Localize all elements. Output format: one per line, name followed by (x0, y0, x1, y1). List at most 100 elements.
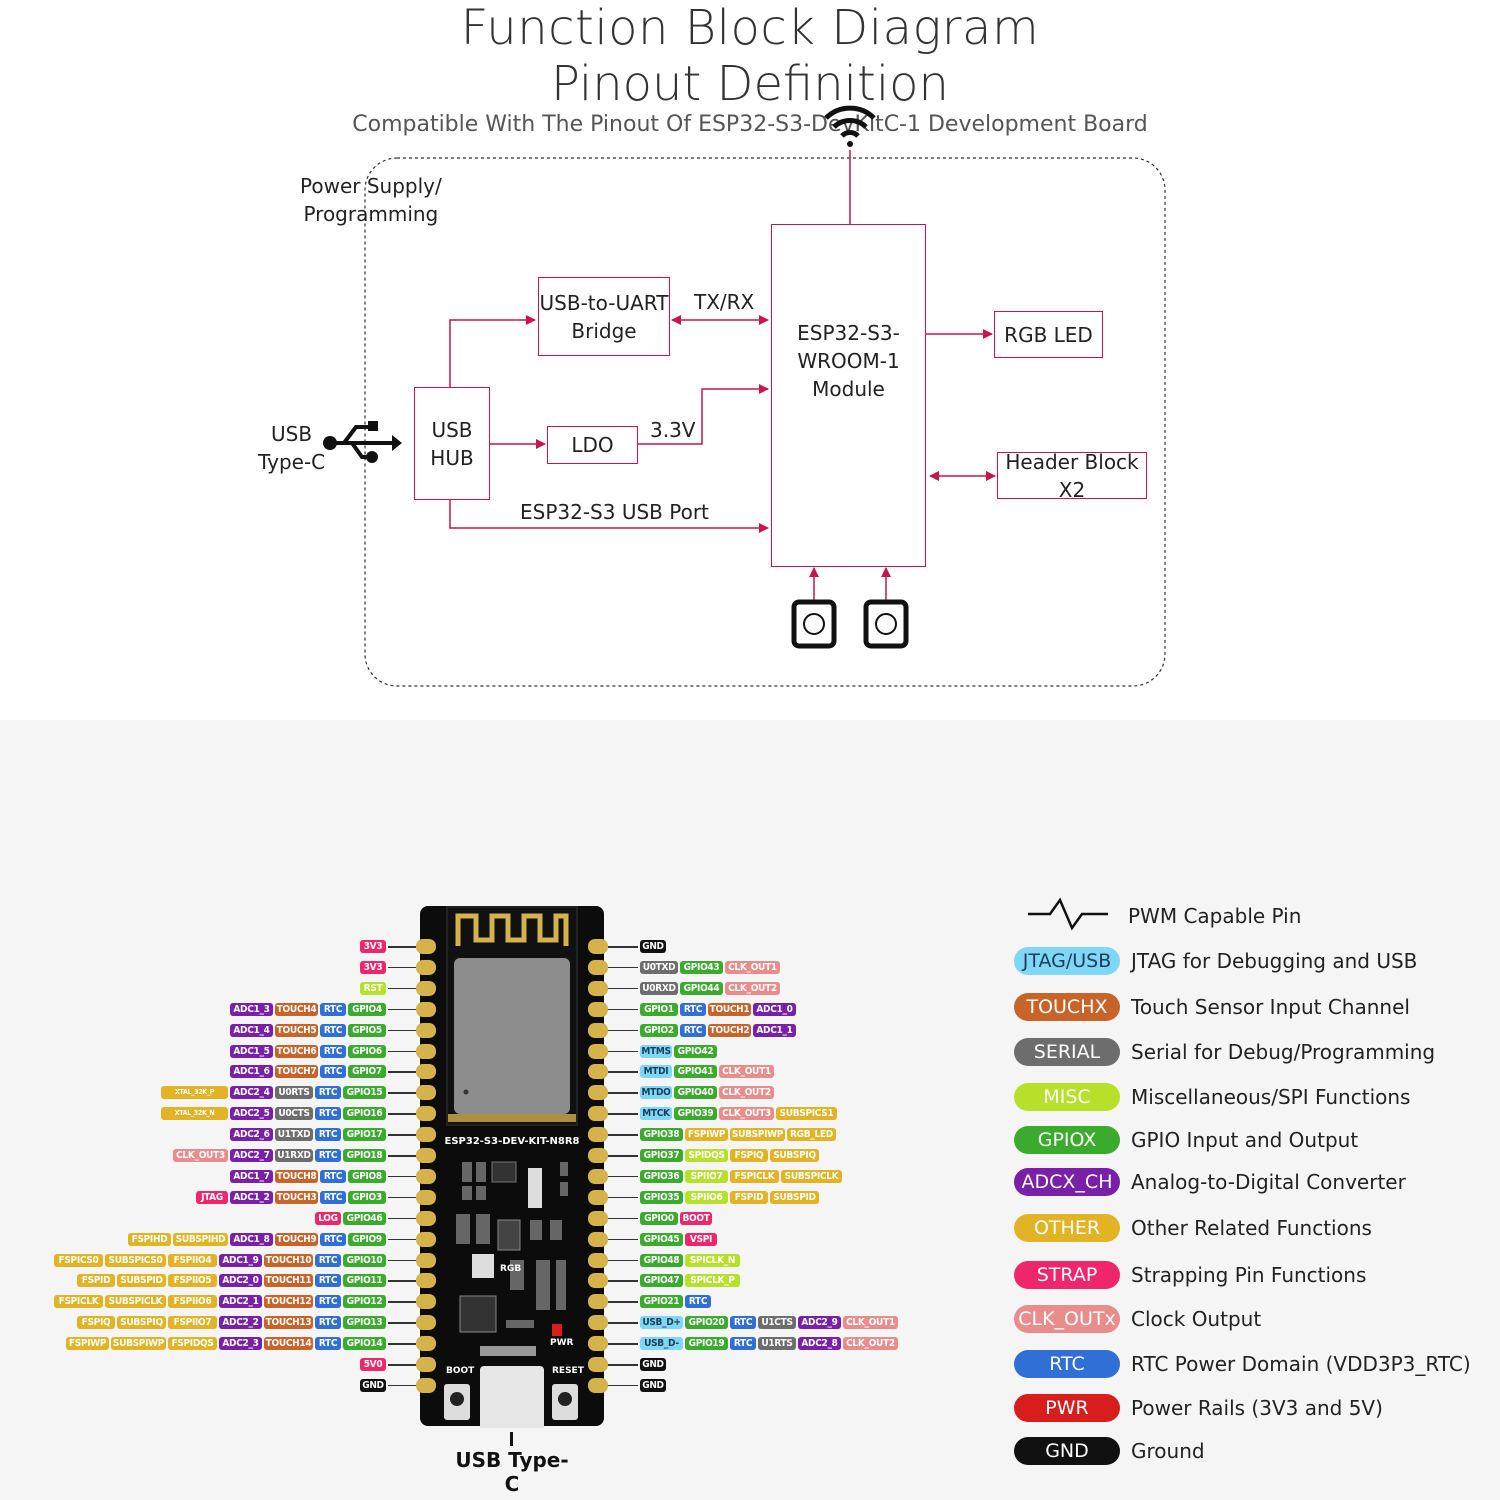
header-pin (588, 1252, 608, 1268)
pin-label: GPIO44 (680, 981, 723, 995)
reset-label: RESET (552, 1366, 584, 1376)
pin-label: GPIO6 (348, 1044, 386, 1058)
pin-wire (388, 1322, 416, 1324)
pin-label: ADC2_6 (230, 1128, 273, 1142)
pin-label: SUBSPICLK (105, 1295, 166, 1309)
pin-wire (388, 1134, 416, 1136)
pwr-led-label: PWR (550, 1338, 574, 1348)
pin-wire (608, 1155, 638, 1157)
pin-label: SPICLK_N (685, 1253, 740, 1267)
board-name: ESP32-S3-DEV-KIT-N8R8 (444, 1136, 580, 1147)
legend-text: RTC Power Domain (VDD3P3_RTC) (1131, 1352, 1471, 1376)
pin-label: 3V3 (360, 960, 386, 974)
pin-wire (388, 966, 416, 969)
pin-label: GPIO37 (640, 1149, 683, 1162)
pin-label: RGB_LED (787, 1128, 836, 1142)
pin-label: CLK_OUT3 (719, 1107, 774, 1121)
legend-chip: STRAP (1014, 1261, 1120, 1289)
pin-label: GPIO43 (680, 960, 723, 974)
pin-label: U0RTS (275, 1086, 313, 1100)
pin-label: FSPIIO6 (168, 1295, 217, 1309)
usb-icon (323, 421, 402, 463)
pin-label: RTC (315, 1253, 341, 1267)
pin-label: CLK_OUT1 (725, 960, 780, 974)
legend-text: Miscellaneous/SPI Functions (1131, 1085, 1411, 1109)
pin-label: TOUCH13 (264, 1316, 313, 1330)
pin-label: GPIO40 (674, 1086, 717, 1100)
pin-wire (608, 1280, 638, 1282)
antenna-trace (448, 913, 576, 1122)
pin-label: SPIIO7 (685, 1169, 728, 1183)
pin-label: GPIO48 (640, 1253, 683, 1267)
pin-wire (388, 1384, 416, 1387)
pin-label: GPIO2 (640, 1023, 678, 1037)
pin-label: GPIO8 (348, 1169, 386, 1183)
pin-label: RTC (320, 1044, 346, 1058)
pin-label: SUBSPICS0 (105, 1253, 166, 1267)
reset-button[interactable] (552, 1384, 578, 1420)
legend-chip: CLK_OUTx (1014, 1305, 1120, 1333)
header-pin (416, 1085, 436, 1101)
pin-label: CLK_OUT3 (173, 1149, 228, 1162)
pin-label: ADC1_8 (230, 1232, 273, 1246)
pin-label: ADC1_7 (230, 1169, 273, 1183)
header-pin (588, 959, 608, 975)
pin-label: GPIO11 (343, 1274, 386, 1288)
pin-label: FSPICLK (730, 1169, 779, 1183)
pin-label: GPIO3 (348, 1190, 386, 1204)
pin-label: SUBSPIQ (770, 1149, 819, 1162)
header-pin (588, 1168, 608, 1184)
boot-button[interactable] (444, 1384, 470, 1420)
usb-typec-port (480, 1366, 544, 1428)
pin-wire (388, 1238, 416, 1241)
fbd-title: Function Block Diagram (460, 0, 1040, 56)
legend-chip: GPIOX (1014, 1126, 1120, 1154)
pin-label: TOUCH10 (264, 1253, 313, 1267)
pin-label: FSPICS0 (54, 1253, 103, 1267)
pin-label: ADC2_5 (230, 1107, 273, 1121)
pin-label: CLK_OUT2 (719, 1086, 774, 1100)
wifi-icon (824, 105, 876, 147)
pin-label: SUBSPID (117, 1274, 166, 1288)
pin-label: TOUCH9 (275, 1232, 318, 1246)
pin-label: FSPID (77, 1274, 115, 1288)
pin-label: GND (640, 940, 666, 953)
pin-label: GPIO20 (685, 1316, 728, 1330)
boot-label: BOOT (446, 1366, 475, 1376)
header-pin (416, 1022, 436, 1038)
pin-label: ADC2_9 (798, 1316, 841, 1330)
pin-label: ADC1_4 (230, 1023, 273, 1037)
pin-label: GPIO35 (640, 1190, 683, 1204)
pin-label: FSPID (730, 1190, 768, 1204)
button-icon (863, 599, 909, 649)
pin-label: FSPIQ (730, 1149, 768, 1162)
pin-label: 3V3 (360, 940, 386, 953)
pin-label: U0RXD (640, 981, 678, 995)
pin-label: ADC1_6 (230, 1065, 273, 1079)
pin-label: ADC2_4 (230, 1086, 273, 1100)
legend-text: Power Rails (3V3 and 5V) (1131, 1396, 1383, 1420)
pin-wire (388, 1008, 416, 1011)
pin-label: ADC2_3 (219, 1337, 262, 1351)
pin-label: GPIO10 (343, 1253, 386, 1267)
pin-label: RTC (320, 1232, 346, 1246)
header-pin (588, 1022, 608, 1038)
pin-label: FSPIQ (77, 1316, 115, 1330)
pin-label: MTDI (640, 1065, 672, 1079)
pin-label: GPIO4 (348, 1002, 386, 1016)
pin-wire (388, 1071, 416, 1073)
pin-label: XTAL_32K_N (161, 1107, 228, 1121)
pin-wire (388, 987, 416, 990)
header-pin (588, 1043, 608, 1059)
legend-chip: TOUCHX (1014, 993, 1120, 1021)
pinout-subtitle: Compatible With The Pinout Of ESP32-S3-D… (352, 112, 1148, 137)
legend-chip: GND (1014, 1437, 1120, 1465)
pin-wire (608, 1217, 638, 1220)
pin-label: TOUCH5 (275, 1023, 318, 1037)
pin-wire (388, 1050, 416, 1052)
pin-label: GND (360, 1378, 386, 1392)
header-pin (588, 1148, 608, 1163)
pin-label: RTC (315, 1107, 341, 1121)
pin-label: U1TXD (275, 1128, 313, 1142)
pin-wire (388, 1196, 416, 1199)
